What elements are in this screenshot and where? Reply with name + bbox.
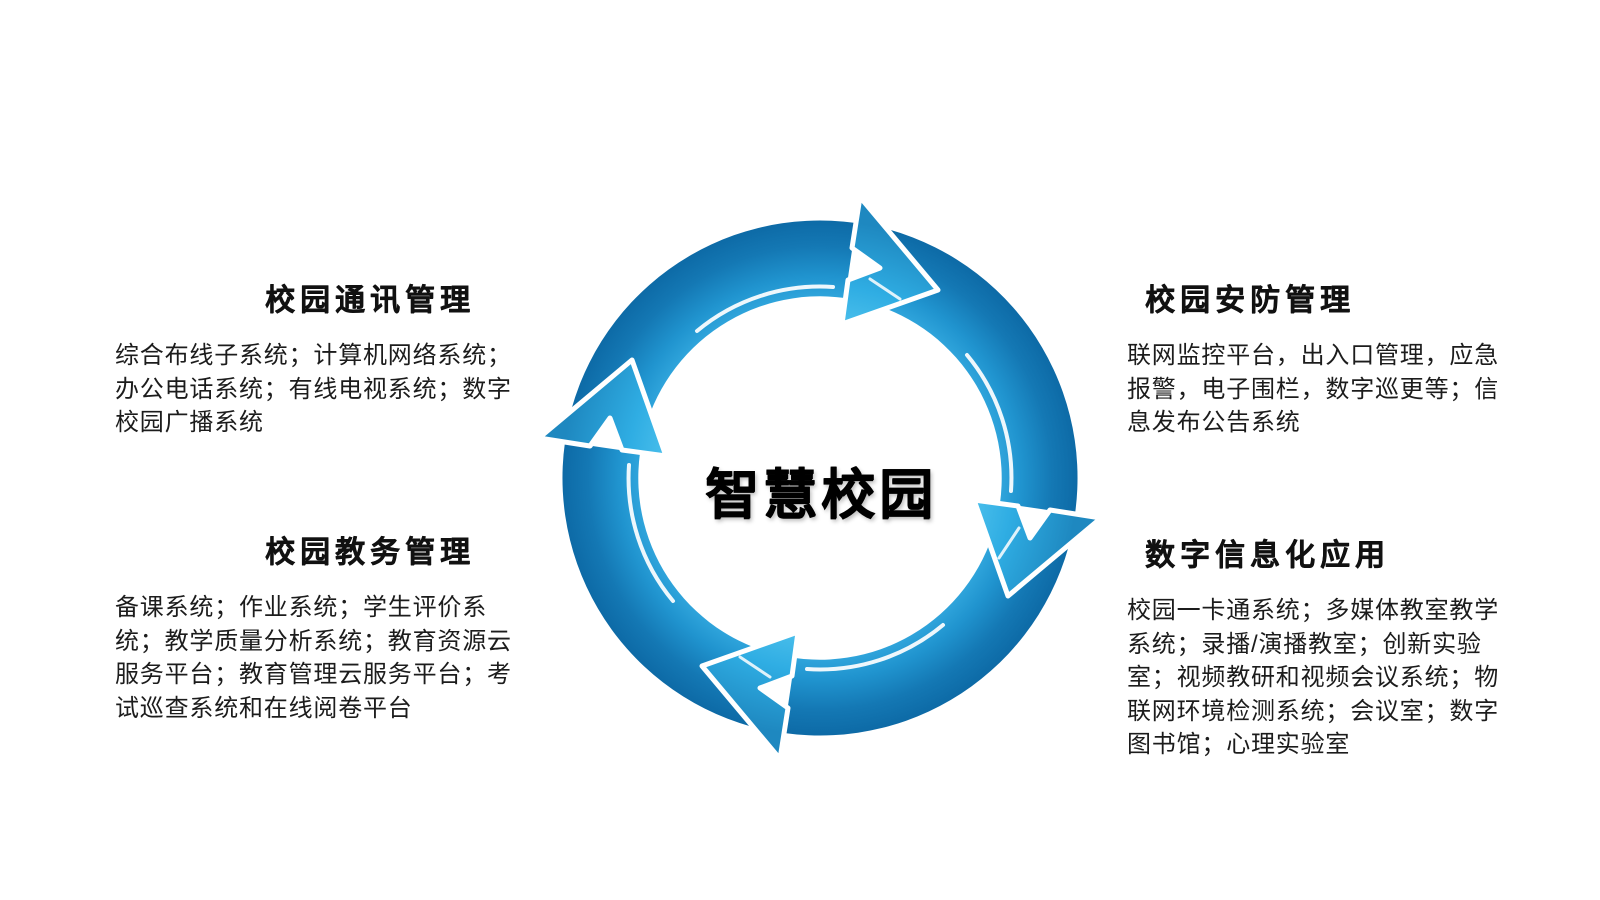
section-campus-communication: 校园通讯管理 综合布线子系统；计算机网络系统；办公电话系统；有线电视系统；数字校…	[115, 283, 515, 440]
section-campus-security: 校园安防管理 联网监控平台，出入口管理，应急报警，电子围栏，数字巡更等；信息发布…	[1127, 283, 1503, 440]
section-title-campus-security: 校园安防管理	[1145, 284, 1355, 317]
section-campus-academic: 校园教务管理 备课系统；作业系统；学生评价系统；教学质量分析系统；教育资源云服务…	[115, 535, 515, 725]
section-body-campus-communication: 综合布线子系统；计算机网络系统；办公电话系统；有线电视系统；数字校园广播系统	[115, 342, 512, 436]
section-title-campus-academic: 校园教务管理	[265, 536, 475, 569]
section-title-campus-communication: 校园通讯管理	[265, 284, 475, 317]
center-label: 智慧校园	[705, 465, 937, 525]
section-body-campus-academic: 备课系统；作业系统；学生评价系统；教学质量分析系统；教育资源云服务平台；教育管理…	[115, 594, 512, 722]
section-body-digital-application: 校园一卡通系统；多媒体教室教学系统；录播/演播教室；创新实验室；视频教研和视频会…	[1127, 597, 1499, 758]
section-body-campus-security: 联网监控平台，出入口管理，应急报警，电子围栏，数字巡更等；信息发布公告系统	[1127, 342, 1499, 436]
section-title-digital-application: 数字信息化应用	[1145, 539, 1390, 572]
section-digital-application: 数字信息化应用 校园一卡通系统；多媒体教室教学系统；录播/演播教室；创新实验室；…	[1127, 538, 1507, 762]
